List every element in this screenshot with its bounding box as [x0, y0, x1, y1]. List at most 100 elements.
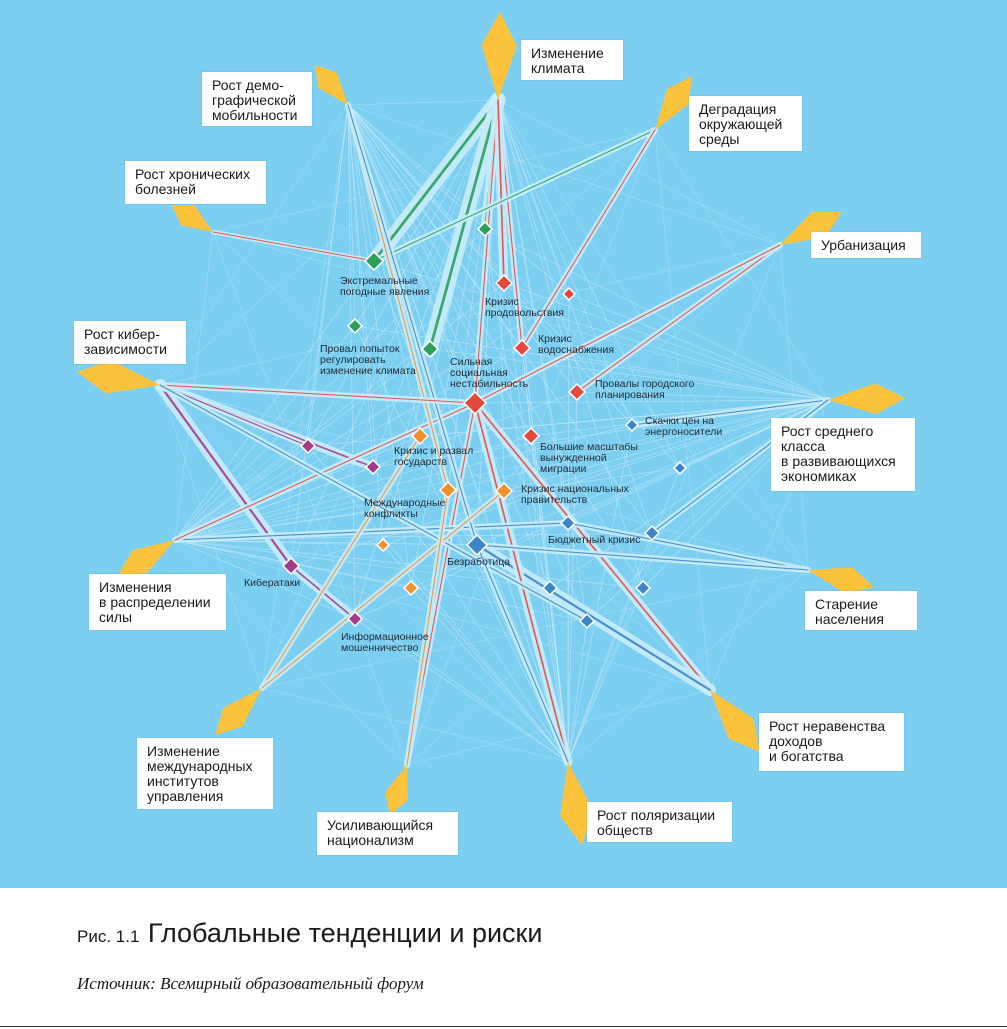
trend-arrow-power	[118, 540, 175, 575]
connection-line-strong	[406, 489, 449, 766]
risk-node-energy	[624, 417, 640, 433]
risk-label-water: Кризис водоснабжения	[538, 333, 615, 356]
connection-line	[174, 539, 478, 546]
trend-label-polar: Рост поляризации обществ	[587, 802, 732, 842]
connection-line-strong	[261, 435, 421, 689]
connection-line	[474, 399, 829, 404]
connection-line	[497, 99, 653, 534]
connection-line	[497, 99, 578, 393]
connection-line	[406, 129, 656, 766]
connection-line	[347, 104, 412, 589]
connection-line	[159, 384, 809, 571]
connection-line	[174, 539, 551, 589]
connection-line	[174, 228, 486, 541]
connection-line	[261, 104, 349, 689]
risk-node-eco2	[672, 460, 688, 476]
bottom-divider	[0, 1026, 1007, 1027]
connection-line	[497, 99, 781, 246]
connection-line	[347, 104, 551, 589]
connection-line	[159, 99, 499, 386]
connection-line-strong	[474, 99, 499, 404]
connection-line	[567, 424, 633, 763]
trend-label-middle: Рост среднего класса в развивающихся эко…	[771, 418, 915, 491]
trend-label-aging: Старение населения	[805, 591, 917, 630]
risk-node-urbanfail	[567, 382, 587, 402]
connection-line	[347, 104, 384, 546]
connection-line-strong	[347, 104, 478, 546]
connection-line	[174, 260, 375, 541]
connection-line	[347, 104, 569, 524]
connection-line	[174, 539, 356, 620]
connection-line	[290, 104, 349, 567]
connection-line-strong	[474, 244, 781, 404]
risk-node-env2	[476, 220, 494, 238]
connection-line-strong	[428, 98, 500, 351]
connection-line	[347, 104, 809, 571]
connection-line	[567, 532, 653, 763]
connection-line-strong	[174, 522, 569, 541]
trend-arrow-inequality	[710, 690, 760, 752]
risk-label-migration: Большие масштабы вынужденной миграции	[540, 441, 638, 475]
connection-line	[567, 587, 644, 763]
connection-line-strong	[174, 402, 476, 541]
trend-arrow-govern	[215, 688, 262, 735]
connection-line	[174, 539, 588, 622]
risk-node-geo2	[375, 537, 391, 553]
trend-label-cyber: Рост кибер- зависимости	[74, 321, 186, 364]
connection-line	[567, 391, 578, 763]
figure-caption: Рис. 1.1 Глобальные тенденции и риски	[77, 918, 542, 949]
trend-arrow-polar	[560, 762, 594, 845]
connection-line	[174, 399, 829, 541]
risk-node-fraud	[346, 610, 364, 628]
risk-node-statecol	[410, 426, 430, 446]
risk-label-urbanfail: Провалы городского планирования	[595, 378, 695, 401]
risk-label-fiscal: Бюджетный кризис	[548, 534, 641, 546]
connection-line-strong	[497, 99, 505, 284]
connection-line-strong	[521, 129, 656, 349]
connection-line	[159, 244, 781, 386]
connection-line	[779, 244, 809, 571]
risk-label-food: Кризис продовольствия	[485, 296, 564, 319]
risk-node-soc2	[561, 286, 577, 302]
risk-label-conflict: Международные конфликты	[364, 497, 446, 520]
connection-line	[567, 467, 681, 763]
connection-line	[497, 99, 570, 295]
connection-line	[307, 104, 349, 447]
connection-line	[347, 104, 570, 295]
risk-node-eco5	[634, 579, 652, 597]
risk-label-fraud: Информационное мошенничество	[341, 631, 429, 654]
figure-number: Рис. 1.1	[77, 927, 140, 946]
risk-node-env3	[346, 317, 364, 335]
risk-label-cyberatt: Кибератаки	[244, 577, 301, 589]
connection-line	[347, 104, 356, 327]
risk-node-conflict	[438, 480, 458, 500]
trend-arrow-demo	[315, 65, 348, 105]
connection-line	[654, 129, 711, 691]
risk-node-tech3	[364, 458, 382, 476]
trend-label-urban: Урбанизация	[811, 232, 921, 258]
risk-label-instability: Сильная социальная нестабильность	[450, 356, 529, 390]
risk-node-cyberatt	[281, 556, 301, 576]
risk-node-migration	[521, 426, 541, 446]
trend-label-power: Изменения в распределении силы	[89, 574, 226, 630]
trend-arrow-aging	[808, 567, 874, 594]
connection-line-strong	[212, 231, 375, 262]
connection-line	[347, 104, 644, 589]
trends-risks-network	[77, 12, 905, 845]
connection-line	[382, 399, 829, 546]
risk-node-food	[494, 273, 514, 293]
figure-title: Глобальные тенденции и риски	[147, 918, 543, 948]
connection-line	[261, 99, 499, 689]
risk-node-tech2	[299, 437, 317, 455]
risk-node-weather	[363, 250, 385, 272]
risk-node-unemploy	[465, 533, 489, 557]
connection-line	[174, 325, 356, 541]
connection-line-strong	[261, 490, 505, 689]
connection-line	[159, 384, 569, 763]
connection-line	[429, 348, 829, 401]
risk-node-natgov	[494, 481, 514, 501]
connection-line	[347, 104, 374, 468]
connection-line	[347, 104, 653, 534]
trend-label-nation: Усиливающийся национализм	[317, 812, 458, 855]
connection-line	[174, 282, 505, 541]
